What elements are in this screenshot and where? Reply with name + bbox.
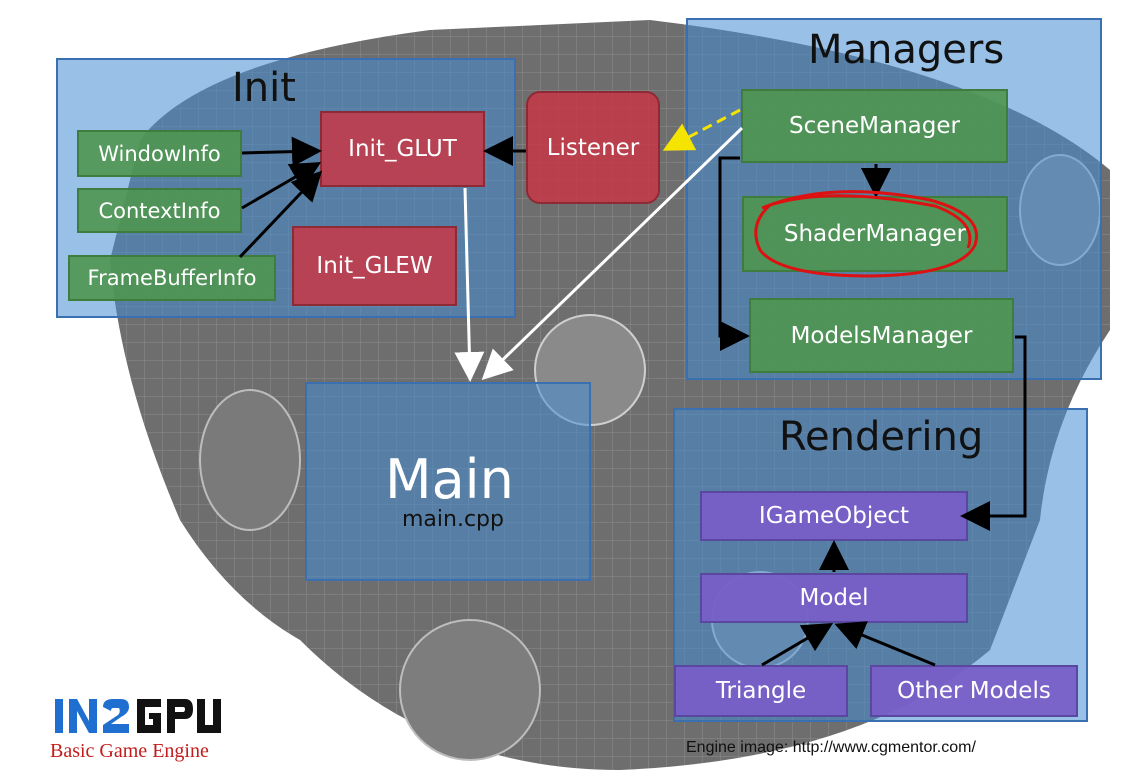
managers-title: Managers [808, 27, 1005, 73]
rendering-title: Rendering [779, 414, 984, 460]
in2gpu-logo-mark [55, 699, 221, 733]
main-subtitle: main.cpp [402, 507, 504, 532]
image-credit: Engine image: http://www.cgmentor.com/ [686, 739, 976, 756]
main-title: Main [385, 448, 514, 511]
init-title: Init [232, 65, 296, 111]
model-node: Model [700, 573, 968, 623]
contextinfo-node: ContextInfo [77, 188, 242, 233]
shadermanager-node: ShaderManager [742, 196, 1008, 272]
listener-node: Listener [526, 91, 660, 204]
init-glut-node: Init_GLUT [320, 111, 485, 187]
framebufferinfo-node: FrameBufferInfo [68, 255, 276, 301]
logo-tagline: Basic Game Engine [50, 740, 209, 762]
in2gpu-logo [55, 697, 225, 742]
main-section [305, 382, 591, 581]
init-glew-node: Init_GLEW [292, 226, 457, 306]
igameobject-node: IGameObject [700, 491, 968, 541]
scenemanager-node: SceneManager [741, 89, 1008, 163]
other-models-node: Other Models [870, 665, 1078, 717]
windowinfo-node: WindowInfo [77, 130, 242, 177]
modelsmanager-node: ModelsManager [749, 298, 1014, 373]
triangle-node: Triangle [674, 665, 848, 717]
